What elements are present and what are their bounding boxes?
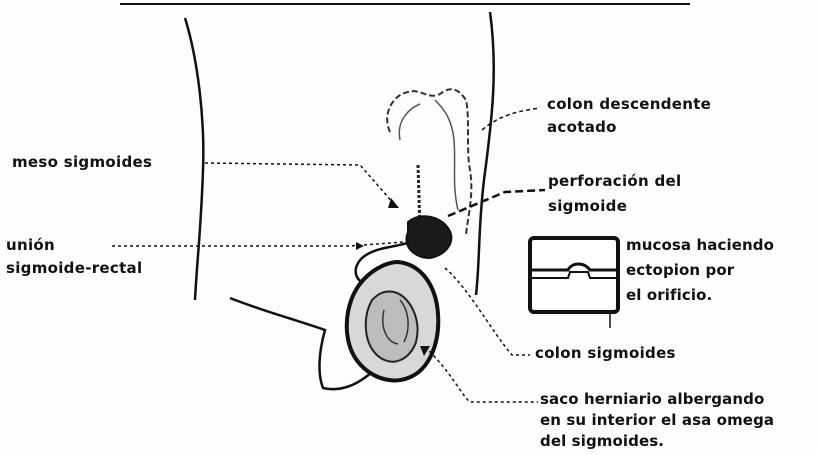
- descending-colon-inner: [399, 100, 458, 210]
- label-saco-1: saco herniario albergando: [540, 390, 764, 409]
- body-outline-right: [476, 12, 494, 295]
- descending-colon: [387, 89, 471, 235]
- label-union-1: unión: [6, 236, 55, 255]
- label-perforacion-1: perforación del: [548, 172, 681, 191]
- label-colon-sigmoides: colon sigmoides: [535, 344, 676, 363]
- arrowhead-union: [356, 242, 364, 250]
- label-saco-3: del sigmoides.: [540, 432, 664, 451]
- label-meso-sigmoides: meso sigmoides: [12, 153, 152, 172]
- label-mucosa-2: ectopion por: [626, 261, 734, 280]
- inset-box: [530, 238, 618, 312]
- label-colon-descendente-2: acotado: [547, 118, 617, 137]
- label-mucosa-1: mucosa haciendo: [626, 236, 774, 255]
- leader-saco: [425, 347, 538, 402]
- label-mucosa-3: el orificio.: [626, 286, 712, 305]
- label-perforacion-2: sigmoide: [548, 197, 627, 216]
- sigmoid-knot: [406, 216, 451, 258]
- leader-colon-sigmoides: [445, 268, 530, 355]
- leader-perforacion: [448, 190, 545, 216]
- label-saco-2: en su interior el asa omega: [540, 411, 774, 430]
- label-colon-descendente-1: colon descendente: [547, 95, 711, 114]
- label-union-2: sigmoide-rectal: [6, 259, 142, 278]
- leader-meso-sigmoides: [205, 163, 395, 205]
- body-outline-left: [185, 18, 203, 300]
